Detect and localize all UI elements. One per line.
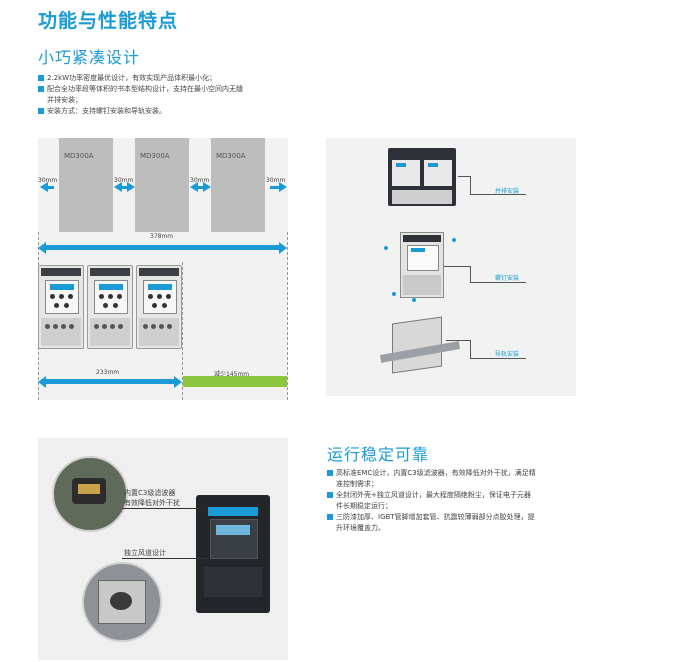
model-label: MD300A: [140, 152, 170, 160]
compact-width-label: 233mm: [96, 369, 120, 376]
screw-mount-drive-image: [400, 232, 444, 298]
gap-arrow-icon: [194, 186, 204, 189]
model-label: MD300A: [64, 152, 94, 160]
bullet-item-continuation: 准控制需求；: [336, 480, 378, 488]
screw-icon: [384, 246, 388, 250]
arrow-left-icon: [38, 376, 46, 388]
leader-line: [470, 266, 471, 282]
drive-footprint-box: [211, 138, 265, 232]
reduction-label: 减少145mm: [214, 371, 250, 378]
airflow-closeup-image: [82, 562, 162, 642]
bullet-item: 全封闭外壳+独立风道设计，最大程度隔绝粉尘，保证电子元器: [327, 490, 587, 501]
arrow-left-icon: [38, 242, 46, 254]
screw-icon: [412, 298, 416, 302]
arrow-left-icon: [114, 182, 122, 192]
screw-icon: [452, 238, 456, 242]
bullet-square-icon: [327, 470, 333, 476]
arrow-right-icon: [279, 242, 287, 254]
arrow-right-icon: [127, 182, 135, 192]
reliable-bullet-list: 高标准EMC设计，内置C3级滤波器，有效降低对外干扰，满足精 准控制需求； 全封…: [327, 468, 587, 534]
bullet-item: 高标准EMC设计，内置C3级滤波器，有效降低对外干扰，满足精: [327, 468, 587, 479]
arrow-right-icon: [203, 182, 211, 192]
leader-line: [446, 340, 470, 341]
leader-line: [470, 340, 471, 358]
gap-label: 30mm: [38, 177, 58, 184]
leader-line: [470, 282, 526, 283]
gap-label: 30mm: [190, 177, 210, 184]
bullet-square-icon: [327, 492, 333, 498]
bullet-square-icon: [38, 108, 44, 114]
drive-unit-image: [136, 265, 182, 349]
side-by-side-label: 并排安装: [495, 188, 520, 195]
gap-arrow-icon: [44, 186, 54, 189]
gap-label: 30mm: [114, 177, 134, 184]
leader-line: [444, 266, 470, 267]
filter-closeup-image: [52, 456, 128, 532]
leader-line: [470, 358, 526, 359]
filter-label-line2: 有效降低对外干扰: [124, 499, 180, 507]
bullet-square-icon: [38, 75, 44, 81]
bullet-item-continuation: 并排安装；: [47, 96, 82, 104]
drive-product-image: [196, 495, 270, 613]
arrow-right-icon: [174, 376, 182, 388]
screw-icon: [392, 292, 396, 296]
drive-footprint-box: [135, 138, 189, 232]
leader-line: [122, 558, 208, 559]
airflow-label: 独立风道设计: [124, 549, 166, 557]
gap-label: 30mm: [266, 177, 286, 184]
side-by-side-drives-image: [388, 148, 456, 206]
section-title-reliable: 运行稳定可靠: [327, 445, 430, 464]
section-title-compact: 小巧紧凑设计: [38, 48, 141, 67]
arrow-right-icon: [279, 182, 287, 192]
total-width-label: 378mm: [150, 233, 174, 240]
leader-line: [122, 508, 202, 509]
guide-line: [182, 262, 183, 400]
screw-mount-label: 螺钉安装: [495, 275, 520, 282]
bullet-item-continuation: 升环境覆盖力。: [336, 524, 385, 532]
filter-label-line1: 内置C3级滤波器: [124, 489, 176, 497]
gap-arrow-icon: [118, 186, 128, 189]
drive-footprint-box: [59, 138, 113, 232]
drive-unit-image: [38, 265, 84, 349]
bullet-item-continuation: 件长期稳定运行；: [336, 502, 392, 510]
gap-arrow-icon: [270, 186, 280, 189]
reduction-bar: [183, 376, 287, 387]
bullet-item: 安装方式：支持螺钉安装和导轨安装。: [38, 106, 308, 117]
arrow-left-icon: [190, 182, 198, 192]
bullet-item: 配合全功率段等体积的书本型结构设计，支持在最小空间内无缝: [38, 84, 308, 95]
bullet-square-icon: [38, 86, 44, 92]
page-title: 功能与性能特点: [38, 10, 179, 32]
model-label: MD300A: [216, 152, 246, 160]
bullet-item: 2.2kW功率密度最优设计，有效实现产品体积最小化；: [38, 73, 308, 84]
guide-line: [287, 232, 288, 400]
leader-line: [458, 176, 470, 177]
total-width-arrow: [46, 245, 280, 250]
drive-unit-image: [87, 265, 133, 349]
leader-line: [470, 194, 526, 195]
bullet-square-icon: [327, 514, 333, 520]
leader-line: [470, 176, 471, 194]
compact-width-arrow: [46, 379, 174, 384]
bullet-item: 三防漆加厚、IGBT管脚增加套管、抗震较薄弱部分点胶处理，提: [327, 512, 587, 523]
rail-mount-label: 导轨安装: [495, 351, 520, 358]
compact-bullet-list: 2.2kW功率密度最优设计，有效实现产品体积最小化； 配合全功率段等体积的书本型…: [38, 73, 308, 117]
arrow-left-icon: [40, 182, 48, 192]
